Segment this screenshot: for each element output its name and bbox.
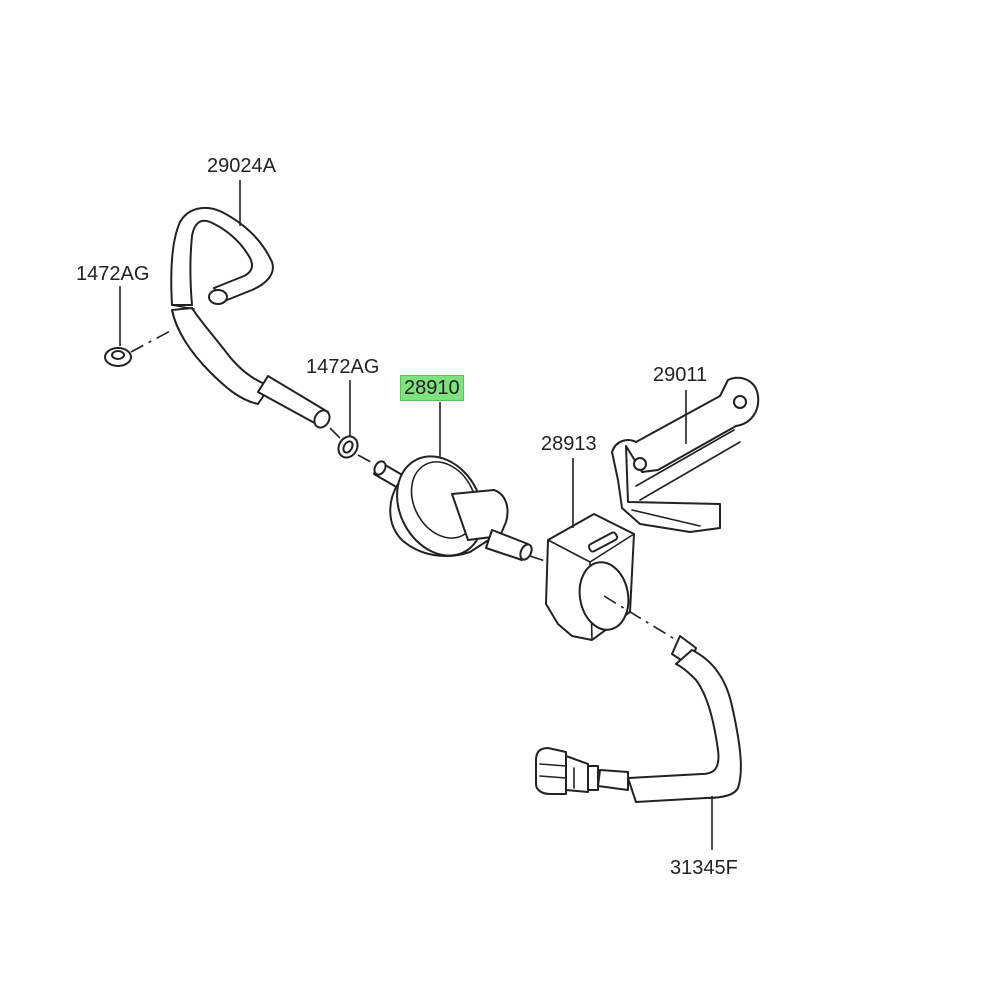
label-28913[interactable]: 28913: [541, 433, 597, 455]
bracket-29011[interactable]: [611, 376, 760, 533]
lower-hose-31345f[interactable]: [535, 635, 742, 803]
label-28910-highlighted[interactable]: 28910: [400, 375, 464, 401]
label-31345f[interactable]: 31345F: [670, 857, 738, 879]
upper-hose-29024a[interactable]: [170, 206, 332, 430]
clamp-upper-1472ag[interactable]: [104, 329, 173, 367]
fuel-filter-28910[interactable]: [372, 441, 549, 570]
holder-28913[interactable]: [545, 513, 687, 647]
label-29011[interactable]: 29011: [653, 364, 708, 386]
label-1472ag-middle[interactable]: 1472AG: [306, 356, 380, 378]
label-1472ag-upper[interactable]: 1472AG: [76, 263, 150, 285]
leader-lines: [119, 180, 713, 850]
label-29024a[interactable]: 29024A: [207, 155, 276, 177]
clamp-middle-1472ag[interactable]: [329, 427, 379, 467]
